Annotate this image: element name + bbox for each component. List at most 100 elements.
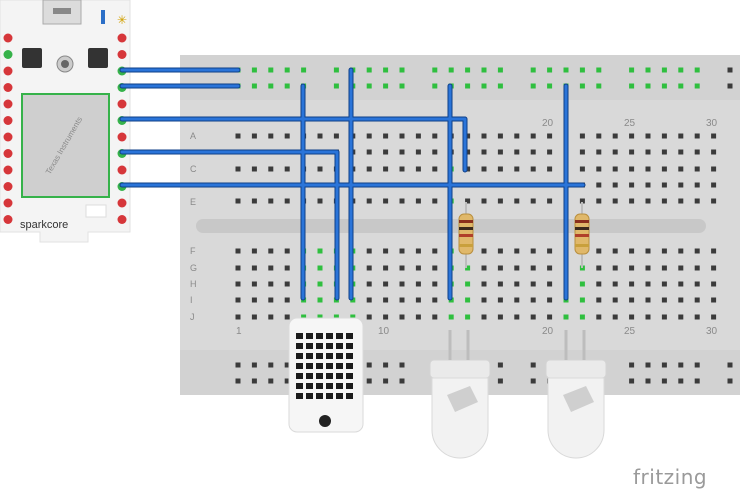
breadboard-hole (432, 67, 438, 73)
sparkcore-pin (3, 215, 13, 224)
breadboard-hole (694, 67, 700, 73)
breadboard-hole (481, 67, 487, 73)
breadboard-hole (448, 67, 454, 73)
breadboard-hole (415, 149, 421, 155)
breadboard-hole (694, 166, 700, 172)
led-1 (429, 330, 491, 459)
breadboard-hole (465, 297, 471, 303)
sparkcore-pin (117, 215, 127, 224)
breadboard-hole (399, 166, 405, 172)
breadboard-hole (612, 297, 618, 303)
breadboard-hole (579, 198, 585, 204)
breadboard-hole (415, 314, 421, 320)
breadboard-hole (481, 166, 487, 172)
breadboard-hole (547, 314, 553, 320)
breadboard-hole (465, 67, 471, 73)
breadboard-hole (465, 83, 471, 89)
dht22-vent-slot (336, 333, 343, 339)
breadboard-hole (251, 265, 257, 271)
column-number-bottom-25: 25 (624, 326, 636, 337)
breadboard-hole (678, 265, 684, 271)
breadboard-hole (645, 166, 651, 172)
breadboard-hole (547, 133, 553, 139)
breadboard-hole (629, 314, 635, 320)
breadboard-hole (481, 297, 487, 303)
breadboard-hole (317, 297, 323, 303)
dht22-vent-slot (316, 363, 323, 369)
breadboard-hole (481, 314, 487, 320)
breadboard-hole (284, 281, 290, 287)
breadboard-hole (547, 248, 553, 254)
breadboard-hole (317, 265, 323, 271)
sparkcore-pin (117, 132, 127, 142)
column-number-top-30: 30 (706, 118, 718, 129)
sparkle-icon: ✳ (117, 13, 127, 27)
breadboard-hole (694, 314, 700, 320)
breadboard-hole (547, 265, 553, 271)
breadboard-hole (530, 378, 536, 384)
breadboard-hole (383, 149, 389, 155)
breadboard-hole (514, 149, 520, 155)
breadboard-hole (251, 281, 257, 287)
breadboard-hole (711, 248, 717, 254)
breadboard-hole (497, 248, 503, 254)
breadboard-hole (678, 149, 684, 155)
breadboard-hole (629, 248, 635, 254)
breadboard-hole (612, 166, 618, 172)
breadboard-hole (596, 166, 602, 172)
breadboard-hole (645, 182, 651, 188)
breadboard-hole (530, 149, 536, 155)
breadboard-hole (251, 314, 257, 320)
breadboard-hole (678, 133, 684, 139)
breadboard-hole (251, 67, 257, 73)
sparkcore-module: ✳ sparkcore Texas Instruments (0, 0, 131, 243)
breadboard-hole (596, 248, 602, 254)
breadboard-hole (629, 182, 635, 188)
breadboard-hole (284, 198, 290, 204)
sparkcore-label: sparkcore (20, 219, 68, 231)
breadboard-hole (284, 265, 290, 271)
breadboard-hole (579, 83, 585, 89)
breadboard-hole (268, 248, 274, 254)
breadboard-hole (678, 198, 684, 204)
dht22-vent-slot (306, 353, 313, 359)
breadboard-hole (366, 248, 372, 254)
breadboard-hole (530, 314, 536, 320)
breadboard-hole (481, 133, 487, 139)
breadboard-hole (366, 83, 372, 89)
breadboard-hole (497, 281, 503, 287)
breadboard-hole (579, 281, 585, 287)
breadboard-hole (317, 198, 323, 204)
breadboard-hole (629, 362, 635, 368)
breadboard-hole (711, 133, 717, 139)
dht22-vent-slot (296, 343, 303, 349)
breadboard-hole (678, 378, 684, 384)
breadboard-hole (579, 133, 585, 139)
breadboard-hole (612, 281, 618, 287)
breadboard-hole (530, 67, 536, 73)
breadboard-hole (694, 265, 700, 271)
breadboard-hole (661, 149, 667, 155)
breadboard-hole (301, 67, 307, 73)
breadboard-hole (514, 297, 520, 303)
breadboard-hole (284, 378, 290, 384)
dht22-vent-slot (336, 393, 343, 399)
sparkcore-pin (3, 132, 13, 142)
breadboard-hole (530, 362, 536, 368)
sparkcore-pin (117, 33, 127, 43)
breadboard-hole (694, 297, 700, 303)
breadboard-hole (333, 314, 339, 320)
top-power-rail (180, 55, 740, 100)
reset-button-icon (88, 48, 108, 68)
breadboard-hole (268, 314, 274, 320)
breadboard-hole (333, 83, 339, 89)
breadboard-hole (301, 314, 307, 320)
wire-d0-to-led-resistor (120, 117, 467, 172)
sparkcore-pin (117, 50, 127, 59)
breadboard-hole (678, 166, 684, 172)
breadboard-hole (694, 133, 700, 139)
breadboard-hole (678, 248, 684, 254)
row-label-e: E (190, 197, 196, 207)
breadboard-hole (432, 198, 438, 204)
breadboard-hole (629, 265, 635, 271)
